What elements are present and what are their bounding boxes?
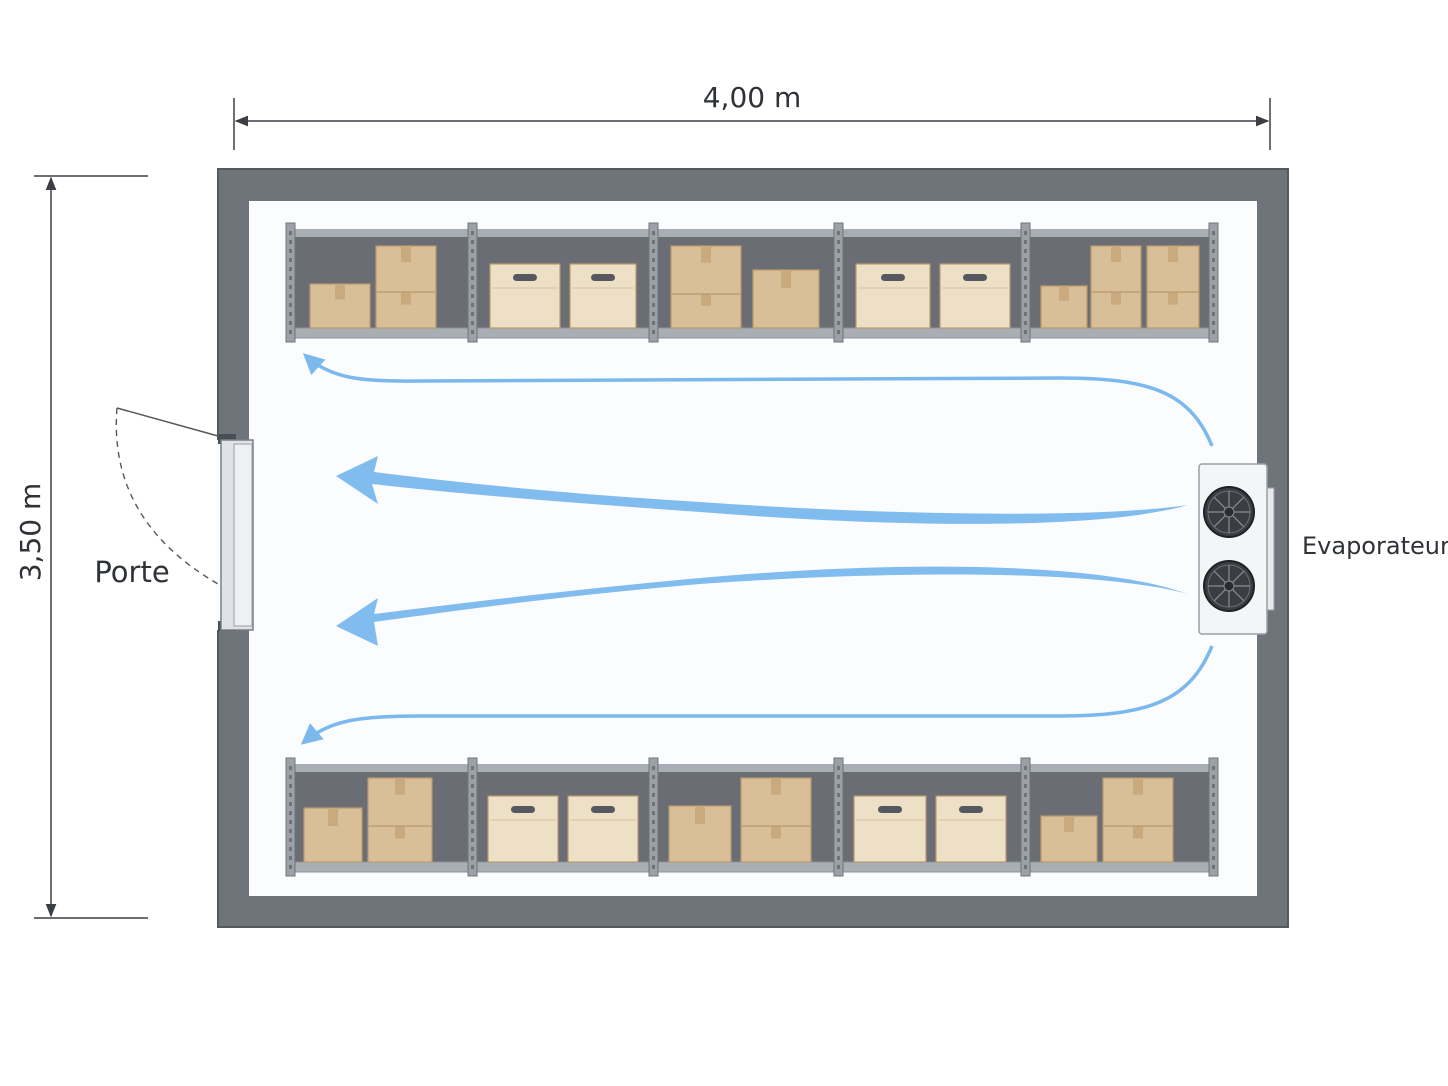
shelf-post	[648, 222, 659, 343]
fan-icon	[1203, 560, 1255, 612]
storage-crate-icon	[487, 795, 559, 863]
storage-crate-icon	[567, 795, 639, 863]
storage-crate-icon	[939, 263, 1011, 329]
airflow-arrow-lower-loop	[300, 645, 1214, 745]
storage-crate-icon	[935, 795, 1007, 863]
shelf-post	[285, 222, 296, 343]
shelf-post	[467, 757, 478, 877]
shelf-post	[285, 757, 296, 877]
airflow-arrow-upper-loop	[302, 353, 1214, 447]
shelf-post	[1208, 757, 1219, 877]
fan-icon	[1203, 486, 1255, 538]
door-label: Porte	[94, 555, 169, 589]
storage-crate-icon	[489, 263, 561, 329]
shelf-post	[648, 757, 659, 877]
storage-crate-icon	[855, 263, 931, 329]
shelf-post	[1020, 757, 1031, 877]
height-dimension: 3,50 m	[14, 175, 148, 919]
door: Porte	[94, 407, 254, 631]
shelving-row-top	[285, 222, 1219, 343]
shelf-post	[467, 222, 478, 343]
door-swing-icon	[116, 407, 219, 437]
cardboard-box-icon	[375, 245, 437, 293]
shelf-post	[833, 222, 844, 343]
height-dimension-label: 3,50 m	[14, 483, 47, 582]
shelving-row-bottom	[285, 757, 1219, 877]
airflow	[300, 353, 1214, 745]
storage-crate-icon	[569, 263, 637, 329]
shelf-post	[1208, 222, 1219, 343]
airflow-arrow-main-upper	[336, 456, 1188, 524]
shelf-post	[833, 757, 844, 877]
storage-crate-icon	[853, 795, 927, 863]
evaporator-label: Evaporateur	[1302, 532, 1448, 560]
width-dimension: 4,00 m	[233, 81, 1271, 150]
shelf-post	[1020, 222, 1031, 343]
width-dimension-label: 4,00 m	[703, 81, 802, 114]
evaporator: Evaporateur	[1198, 463, 1448, 635]
